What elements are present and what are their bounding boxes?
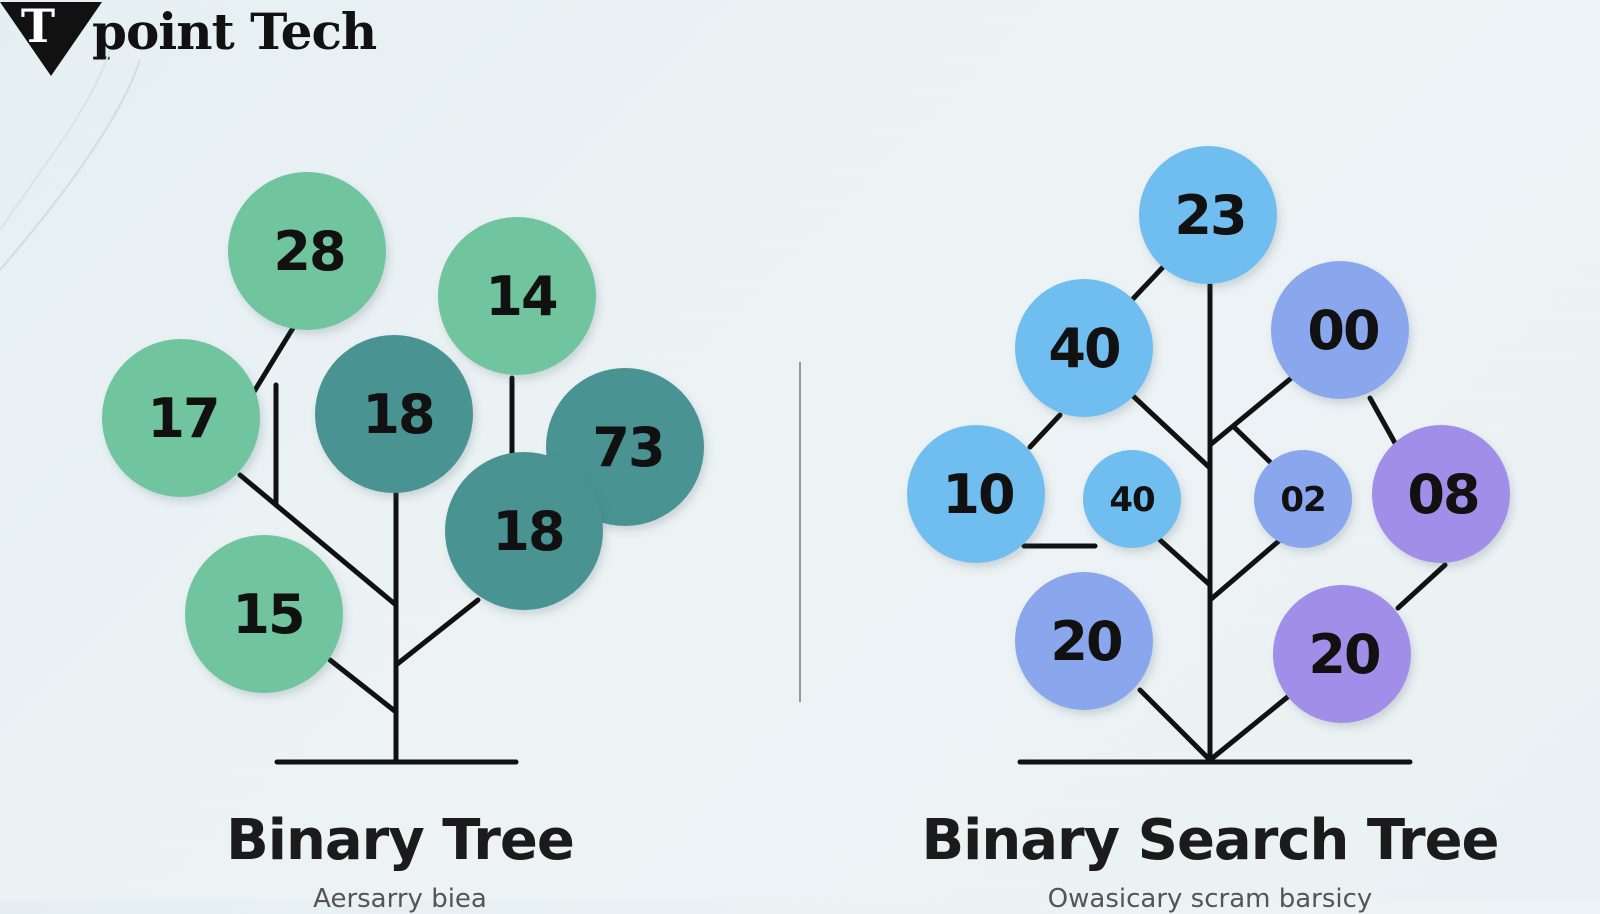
node-label: 00 <box>1307 299 1378 362</box>
node-label: 17 <box>147 387 218 450</box>
node-label: 40 <box>1109 480 1155 520</box>
node-circle <box>1254 450 1352 548</box>
tree-node: 00 <box>1271 261 1409 399</box>
node-circle <box>907 425 1045 563</box>
tree-node: 18 <box>315 335 473 493</box>
left-branch <box>237 472 399 608</box>
logo: T point Tech <box>0 0 380 80</box>
node-circle <box>1372 425 1510 563</box>
right-branch <box>1367 395 1398 446</box>
right-tree-branches <box>1017 262 1448 765</box>
node-circle <box>1273 585 1411 723</box>
tree-node: 15 <box>185 535 343 693</box>
tree-node: 40 <box>1083 450 1181 548</box>
node-label: 23 <box>1174 184 1245 247</box>
logo-triangle-mark: T <box>0 0 102 76</box>
node-circle <box>445 452 603 610</box>
tree-node: 14 <box>438 217 596 375</box>
node-label: 02 <box>1280 480 1325 520</box>
right-branch <box>1207 372 1298 448</box>
tree-node: 20 <box>1273 585 1411 723</box>
binary-search-tree-caption: Binary Search Tree <box>921 808 1499 873</box>
tree-node: 02 <box>1254 450 1352 548</box>
tree-node: 20 <box>1015 572 1153 710</box>
node-circle <box>102 339 260 497</box>
right-branch <box>1207 537 1283 603</box>
left-branch <box>393 597 481 668</box>
node-label: 18 <box>492 500 563 563</box>
binary-search-tree-subcaption: Owasicary scram barsicy <box>1047 884 1373 914</box>
left-tree-nodes: 28 14 17 18 73 18 15 <box>102 172 704 693</box>
node-circle <box>315 335 473 493</box>
tree-node: 10 <box>907 425 1045 563</box>
node-circle <box>185 535 343 693</box>
right-branch <box>1395 562 1448 611</box>
node-circle <box>438 217 596 375</box>
node-label: 15 <box>232 583 303 646</box>
node-label: 28 <box>273 220 344 283</box>
left-branch <box>249 325 296 398</box>
tree-node: 23 <box>1139 146 1277 284</box>
node-circle <box>1139 146 1277 284</box>
right-branch <box>1137 687 1213 763</box>
binary-tree-subcaption: Aersarry biea <box>313 884 487 914</box>
right-branch <box>1127 262 1168 305</box>
node-label: 73 <box>592 416 663 479</box>
node-label: 40 <box>1048 317 1119 380</box>
right-branch <box>1232 425 1273 465</box>
logo-brand-text: point Tech <box>92 2 377 61</box>
right-branch <box>1157 537 1213 588</box>
node-circle <box>228 172 386 330</box>
binary-tree-caption: Binary Tree <box>226 808 575 873</box>
tree-node: 17 <box>102 339 260 497</box>
tree-node: 40 <box>1015 279 1153 417</box>
logo-mark-letter: T <box>21 0 55 53</box>
node-label: 20 <box>1050 610 1121 673</box>
node-circle <box>1083 450 1181 548</box>
node-circle <box>1015 279 1153 417</box>
right-branch <box>1027 412 1063 450</box>
node-label: 18 <box>362 383 433 446</box>
right-tree-nodes: 23 40 00 10 40 02 08 20 <box>907 146 1510 723</box>
tree-node: 18 <box>445 452 603 610</box>
node-label: 20 <box>1308 623 1379 686</box>
left-branch <box>327 657 399 715</box>
background-curve <box>0 49 111 231</box>
node-label: 14 <box>485 265 557 328</box>
left-tree-branches <box>237 325 519 765</box>
tree-node: 28 <box>228 172 386 330</box>
node-label: 08 <box>1407 463 1478 526</box>
node-label: 10 <box>942 463 1013 526</box>
right-branch <box>1207 692 1293 763</box>
tree-node: 08 <box>1372 425 1510 563</box>
node-circle <box>1015 572 1153 710</box>
background-curve <box>0 59 141 271</box>
node-circle <box>1271 261 1409 399</box>
right-branch <box>1129 392 1213 471</box>
